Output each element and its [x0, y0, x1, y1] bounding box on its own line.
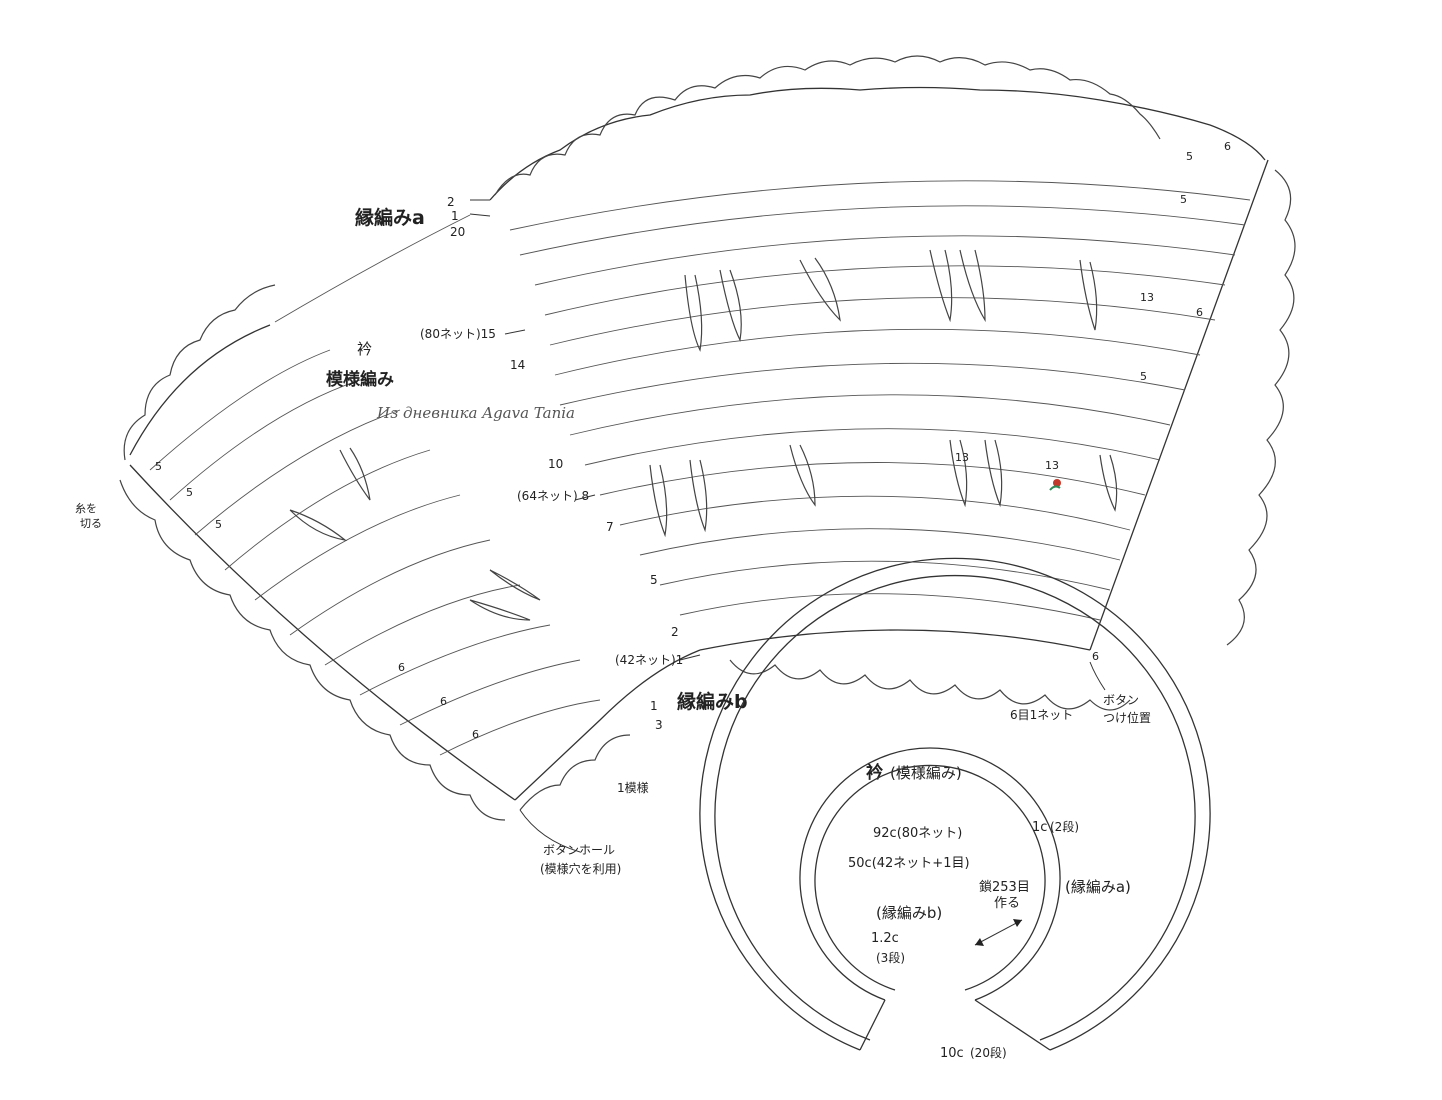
cut-yarn-label-1: 糸を [75, 502, 97, 515]
schematic-outer-ring [699, 557, 1211, 1051]
bottom-scallops [729, 659, 1131, 711]
schematic-outer-ring-2 [714, 574, 1196, 1041]
row-arrow-icon [469, 213, 491, 217]
chain-label-1: 鎖253目 [979, 879, 1030, 895]
row-label-14: 14 [510, 358, 525, 372]
row-arrow-icon [679, 654, 701, 661]
chart-inner-curve [699, 629, 1091, 651]
pattern-label: 模様編み [326, 369, 394, 390]
berry-icon [1053, 479, 1061, 487]
schematic-inner-ring-2 [814, 764, 1046, 991]
inner-num-5: 5 [1186, 150, 1193, 163]
inner-num-13: 13 [1140, 291, 1154, 304]
dim-10c-label: 10c [940, 1046, 964, 1061]
edging-b-label: 縁編みb [677, 690, 748, 713]
inner-num-6: 6 [1196, 306, 1203, 319]
top-scallops [494, 55, 1161, 196]
row-arrow-icon [574, 494, 596, 501]
row-label-2-top: 2 [447, 195, 455, 209]
schematic-edging-a: (縁編みa) [1065, 878, 1131, 896]
row-label-10: 10 [548, 457, 563, 471]
row-arrow-icon [1089, 661, 1106, 691]
row-label-2: 2 [671, 625, 679, 639]
lower-right-scallops [519, 734, 631, 811]
inner-num-6: 6 [472, 728, 479, 741]
inner-num-6: 6 [440, 695, 447, 708]
inner-num-6: 6 [1224, 140, 1231, 153]
row-label-b1: 1 [650, 699, 658, 713]
watermark-text: Из дневника Agava Tania [376, 404, 575, 422]
chart-labels: 縁編みa 2 1 20 衿 模様編み Из дневника Agava Tan… [75, 140, 1231, 876]
inner-num-6: 6 [1092, 650, 1099, 663]
cut-yarn-label-2: 切る [80, 517, 102, 530]
schematic-inner-ring [799, 747, 1061, 1001]
connector-arc [274, 214, 471, 323]
collar-label: 衿 [357, 340, 372, 358]
right-scallops [1226, 169, 1296, 646]
row-arrow-icon [519, 809, 581, 853]
collar-schematic: 衿 (模様編み) 92c(80ネット) 50c(42ネット+1目) 1c (2段… [699, 557, 1211, 1061]
dim-inner-label: 50c(42ネット+1目) [848, 856, 970, 871]
arrowhead-icon [1013, 919, 1022, 927]
dim-outer-label: 92c(80ネット) [873, 826, 962, 841]
dim-3dan-label: (3段) [876, 950, 905, 965]
chain-arrow-icon [974, 919, 1023, 946]
inner-num-13: 13 [955, 451, 969, 464]
inner-num-6: 6 [398, 661, 405, 674]
button-hole-label-2: (模様穴を利用) [540, 861, 621, 876]
row-label-1: (42ネット)1 [615, 653, 683, 667]
inner-num-5: 5 [155, 460, 162, 473]
arrowhead-icon [975, 938, 984, 946]
left-panel-diagonal [129, 464, 516, 801]
left-panel-top [129, 324, 271, 456]
chain-label-2: 作る [994, 896, 1020, 911]
stitch-chart [119, 55, 1296, 821]
row-label-b3: 3 [655, 718, 663, 732]
leaf-icon [1049, 485, 1061, 491]
row-arrow-icon [504, 329, 526, 335]
dim-12c-label: 1.2c [871, 931, 899, 946]
row-label-20: 20 [450, 225, 465, 239]
row-label-7: 7 [606, 520, 614, 534]
left-bottom-scallops [119, 479, 506, 821]
row-label-5: 5 [650, 573, 658, 587]
row-label-15: (80ネット)15 [420, 327, 496, 341]
button-pos-label-2: つけ位置 [1103, 710, 1151, 725]
dim-1c-label: 1c [1032, 820, 1047, 835]
button-hole-label-1: ボタンホール [543, 843, 615, 857]
fan-motifs [289, 249, 1118, 621]
row-label-8: (64ネット) 8 [517, 489, 589, 503]
schematic-title-sub: (模様編み) [890, 764, 962, 782]
schematic-left-cap [859, 999, 886, 1051]
dim-2dan-label: (2段) [1050, 819, 1079, 834]
left-lower-edge [514, 649, 701, 801]
six-one-net-label: 6目1ネット [1010, 708, 1073, 722]
one-motif-label: 1模様 [617, 781, 649, 795]
net-rows [149, 180, 1251, 756]
schematic-right-cap [974, 999, 1051, 1051]
inner-num-13: 13 [1045, 459, 1059, 472]
left-panel-scallops [123, 284, 276, 461]
button-pos-label-1: ボタン [1103, 693, 1139, 707]
inner-num-5: 5 [1140, 370, 1147, 383]
chart-outer-edge [489, 86, 1266, 201]
dim-20dan-label: (20段) [970, 1045, 1007, 1060]
edging-a-label: 縁編みa [355, 206, 425, 229]
inner-num-5: 5 [1180, 193, 1187, 206]
inner-num-5: 5 [186, 486, 193, 499]
schematic-edging-b: (縁編みb) [876, 904, 942, 922]
inner-num-5: 5 [215, 518, 222, 531]
row-label-1-top: 1 [451, 209, 459, 223]
chart-right-edge [1089, 159, 1269, 651]
